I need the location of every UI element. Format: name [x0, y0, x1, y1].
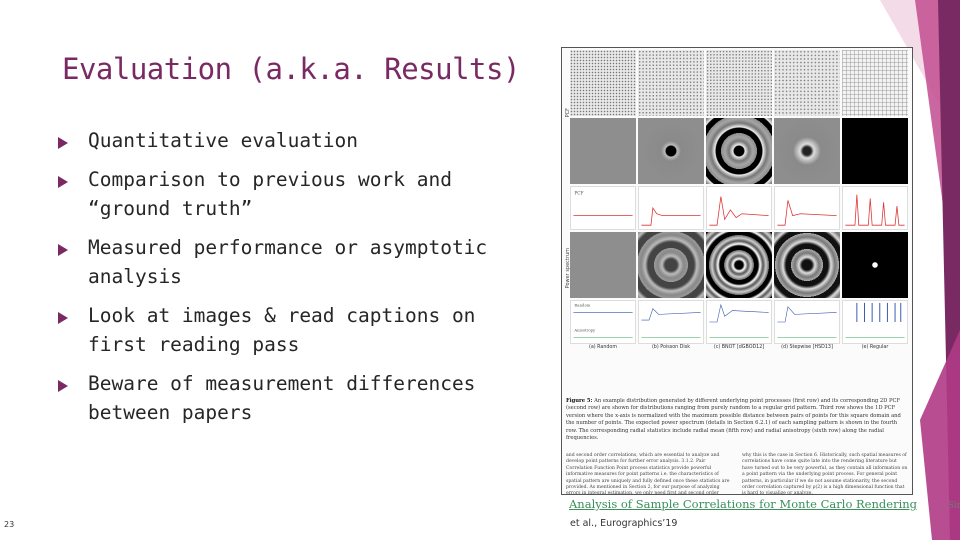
sample-random — [570, 50, 636, 116]
spectrum-poisson — [638, 232, 704, 298]
bullet-list: Quantitative evaluation Comparison to pr… — [58, 126, 536, 437]
bullet-arrow-icon — [58, 244, 68, 256]
slide-title: Evaluation (a.k.a. Results) — [62, 52, 520, 86]
subcaption: (c) BNOT [dGBOD12] — [713, 345, 765, 350]
bullet-item: Quantitative evaluation — [58, 126, 536, 155]
plot-1d-regular — [842, 186, 908, 230]
decorative-corner-shapes — [880, 0, 960, 540]
pcf-random — [570, 118, 636, 184]
plot-radial-regular — [842, 300, 908, 344]
svg-text:Random: Random — [574, 303, 590, 308]
pcf-stepwise — [774, 118, 840, 184]
paper-reference-link[interactable]: Analysis of Sample Correlations for Mont… — [569, 497, 918, 511]
bullet-arrow-icon — [58, 176, 68, 188]
pcf-regular — [842, 118, 908, 184]
figure-row-spectrum — [570, 232, 910, 298]
figure-caption: Figure 5: An example distribution genera… — [566, 398, 901, 442]
bullet-item: Look at images & read captions on first … — [58, 301, 536, 359]
slide-page-number: 23 — [4, 520, 15, 529]
svg-text:Anisotropy: Anisotropy — [573, 328, 596, 333]
figure-side-label-spectrum: Power spectrum — [565, 248, 571, 289]
reference-authors-tail: , Sing — [942, 501, 960, 511]
subcaption: (d) Stepwise [HSD13] — [781, 345, 833, 350]
plot-radial-stepwise — [774, 300, 840, 344]
bullet-item: Beware of measurement differences betwee… — [58, 369, 536, 427]
sample-stepwise — [774, 50, 840, 116]
plot-1d-random: PCF — [570, 186, 636, 230]
bullet-item: Comparison to previous work and “ground … — [58, 165, 536, 223]
plot-1d-poisson — [638, 186, 704, 230]
bullet-item: Measured performance or asymptotic analy… — [58, 233, 536, 291]
plot-radial-poisson — [638, 300, 704, 344]
plot-radial-bnot — [706, 300, 772, 344]
paper-body-text: and second order correlations, which are… — [566, 453, 908, 495]
sample-bnot — [706, 50, 772, 116]
pcf-poisson — [638, 118, 704, 184]
figure-row-samples — [570, 50, 910, 116]
figure-row-pcf — [570, 118, 910, 184]
spectrum-regular — [842, 232, 908, 298]
sample-poisson — [638, 50, 704, 116]
plot-1d-stepwise — [774, 186, 840, 230]
subcaption: (a) Random — [588, 345, 618, 350]
spectrum-stepwise — [774, 232, 840, 298]
svg-text:PCF: PCF — [574, 192, 583, 197]
bullet-arrow-icon — [58, 137, 68, 149]
paper-column-left: and second order correlations, which are… — [566, 453, 730, 495]
reference-venue: et al., Eurographics’19 — [570, 518, 678, 529]
plot-1d-bnot — [706, 186, 772, 230]
subcaption: (e) Regular — [861, 345, 889, 350]
paper-column-right: why this is the case in Section 6. Histo… — [742, 453, 908, 495]
pcf-bnot — [706, 118, 772, 184]
bullet-arrow-icon — [58, 380, 68, 392]
subcaption: (b) Poisson Disk — [651, 345, 691, 350]
figure-side-label-pcf: PCF — [565, 108, 571, 118]
figure-row-1d-pcf: PCF — [570, 186, 910, 230]
spectrum-bnot — [706, 232, 772, 298]
figure-subcaptions: (a) Random (b) Poisson Disk (c) BNOT [dG… — [570, 345, 910, 350]
sample-regular — [842, 50, 908, 116]
spectrum-random — [570, 232, 636, 298]
bullet-arrow-icon — [58, 312, 68, 324]
